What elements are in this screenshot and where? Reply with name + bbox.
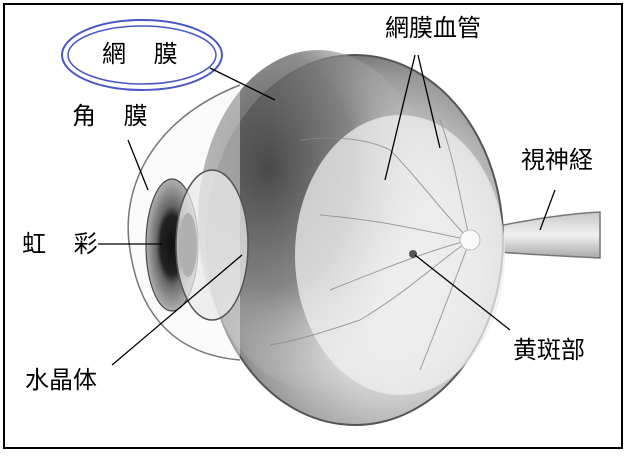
label-macula: 黄斑部 (513, 338, 585, 362)
optic-nerve-shape (498, 212, 600, 258)
optic-disc (460, 230, 480, 250)
label-optic-nerve: 視神経 (521, 148, 593, 172)
macula-spot (409, 250, 417, 258)
label-retina: 網 膜 (102, 42, 188, 66)
label-iris: 虹 彩 (22, 232, 108, 256)
label-lens: 水晶体 (25, 368, 97, 392)
lens-shape (176, 170, 248, 320)
label-cornea: 角 膜 (72, 104, 158, 128)
label-retinal-vessels: 網膜血管 (385, 16, 481, 40)
